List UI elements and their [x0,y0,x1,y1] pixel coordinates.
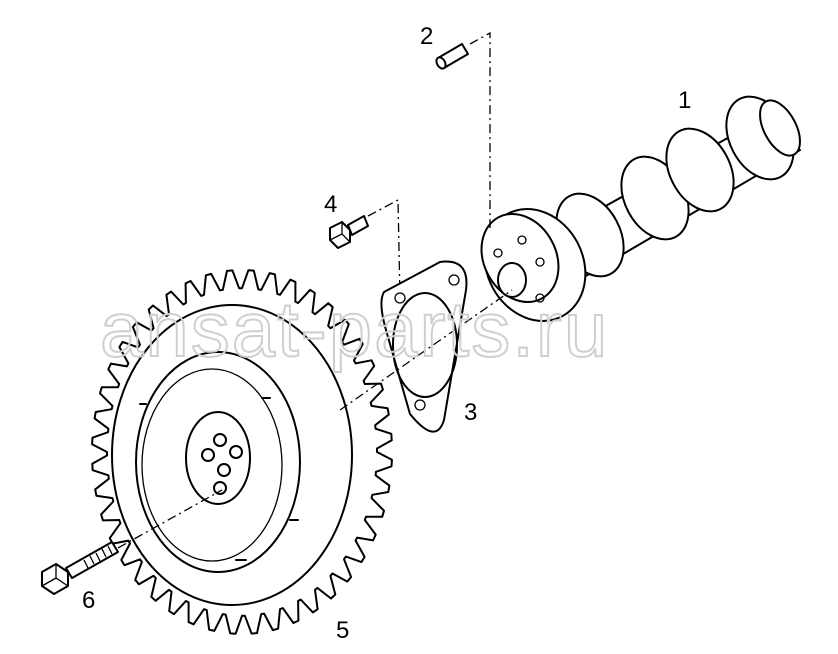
dowel-pin [435,31,491,228]
part-label-5: 5 [336,617,349,644]
part-label-6: 6 [82,587,95,614]
plate-bolt [329,198,401,299]
camshaft-gear [91,269,393,635]
part-label-2: 2 [420,23,433,50]
part-label-4: 4 [324,191,337,218]
cam-lobe [665,127,735,213]
part-label-3: 3 [464,399,477,426]
gear-bolt [41,489,223,595]
thrust-plate [380,260,468,433]
assembly-axis [339,289,513,411]
part-label-1: 1 [678,87,691,114]
watermark-text: ansat-parts.ru [100,285,609,373]
camshaft [480,95,801,322]
